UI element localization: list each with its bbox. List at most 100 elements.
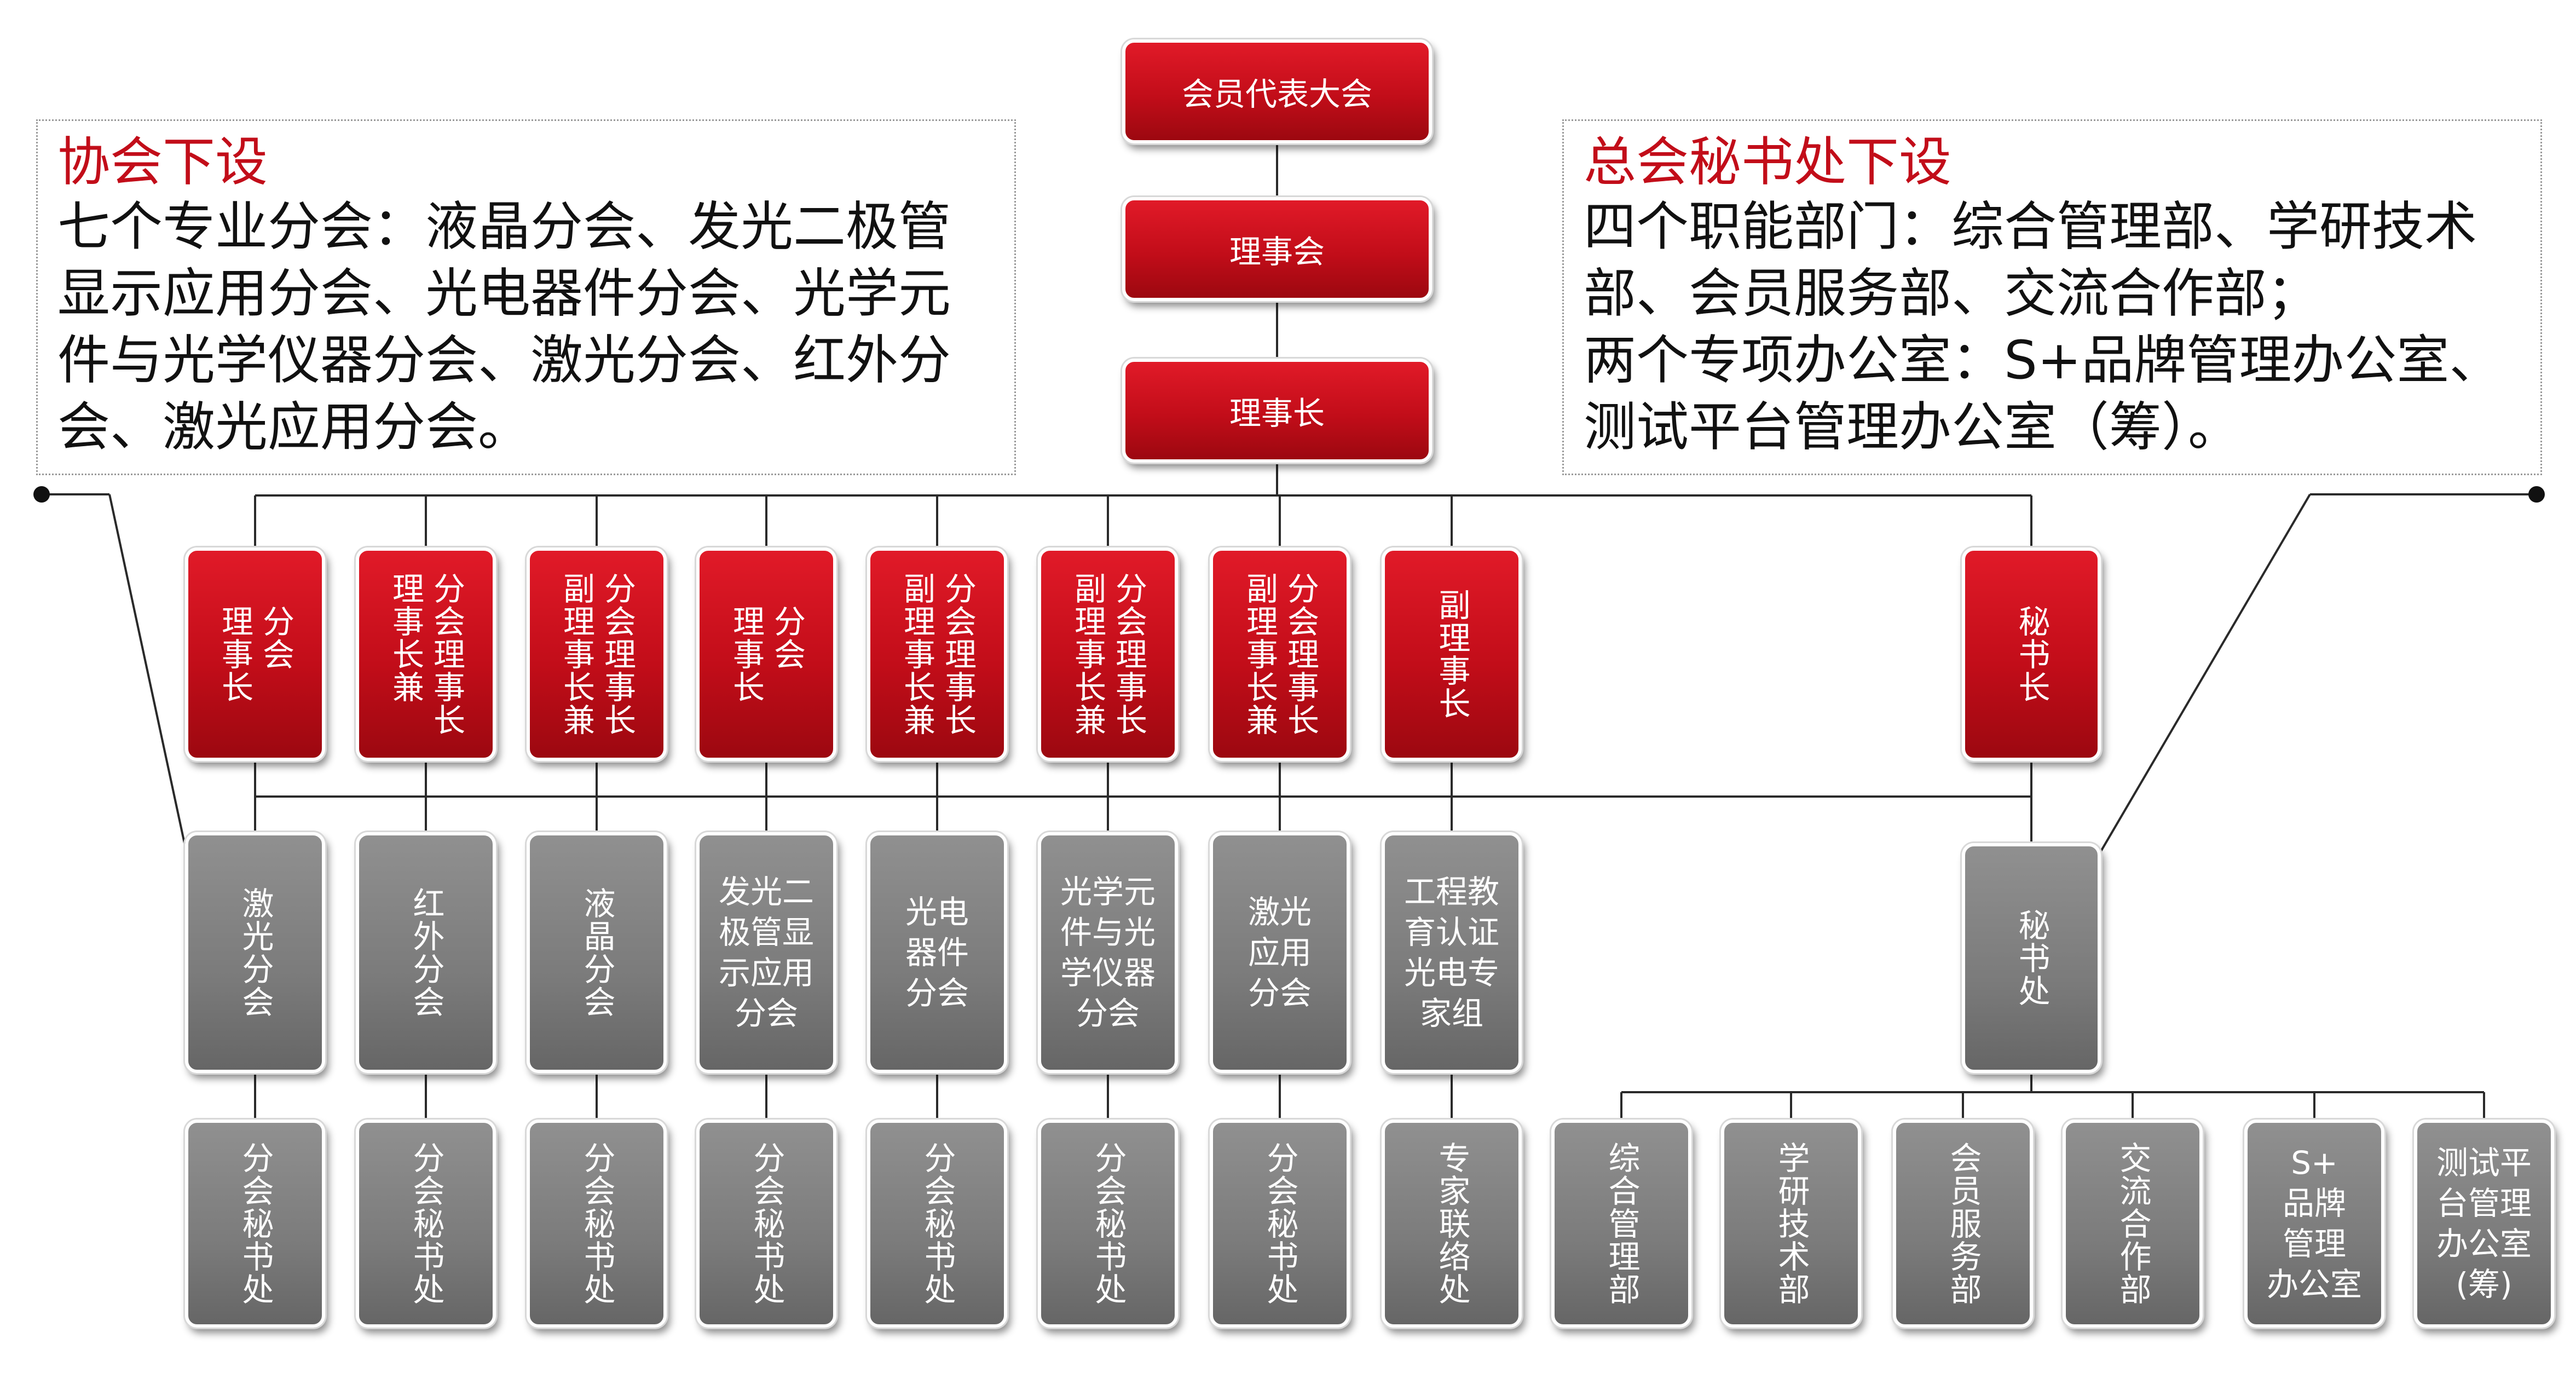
box-branch-label-line: 示应用 [718, 954, 814, 991]
box-office-label: 分会秘书处 [748, 1141, 785, 1306]
box-leader: 副理事长 [1382, 547, 1522, 761]
info-box-association-line: 件与光学仪器分会、激光分会、红外分 [57, 330, 951, 391]
box-office: 分会秘书处 [527, 1120, 667, 1328]
box-branch-label-line: 育认证 [1403, 913, 1499, 951]
box-branch-label: 液晶分会 [578, 887, 616, 1018]
box-leader-label: 副理事长 [1433, 589, 1471, 720]
box-office-label: 分会秘书处 [919, 1141, 956, 1306]
box-leader-label: 理事长 [216, 605, 253, 703]
box-branch-label-line: 件与光 [1060, 913, 1156, 951]
connector-dot-left [33, 486, 50, 503]
box-branch: 发光二极管显示应用分会 [696, 832, 836, 1073]
connector-line [2100, 493, 2311, 852]
box-members-assembly-label: 会员代表大会 [1181, 76, 1372, 113]
box-secretariat: 秘书处 [1962, 843, 2101, 1073]
box-secretary-general: 秘书长 [1962, 547, 2101, 761]
info-box-association-title: 协会下设 [57, 131, 268, 193]
box-branch: 液晶分会 [527, 832, 667, 1073]
box-leader-label: 分会 [257, 605, 294, 671]
box-secretariat-label: 秘书处 [2013, 909, 2051, 1007]
box-branch: 光电器件分会 [867, 832, 1007, 1073]
box-branch-label-line: 光电 [905, 893, 969, 931]
info-box-secretariat-line: 四个职能部门：综合管理部、学研技术 [1584, 196, 2477, 258]
box-president: 理事长 [1122, 359, 1432, 463]
box-branch-label-line: 应用 [1247, 933, 1312, 971]
box-office: 分会秘书处 [356, 1120, 496, 1328]
box-office: 交流合作部 [2063, 1120, 2203, 1328]
box-office-label-line: 办公室 [2266, 1266, 2362, 1304]
box-branch-label: 激光分会 [236, 887, 274, 1018]
box-office-label-line: 测试平 [2436, 1144, 2532, 1181]
box-office: 分会秘书处 [1210, 1120, 1350, 1328]
box-office-label: 专家联络处 [1433, 1141, 1471, 1306]
info-box-association-line: 显示应用分会、光电器件分会、光学元 [57, 263, 951, 325]
box-office: 分会秘书处 [1038, 1120, 1178, 1328]
box-office-label: 分会秘书处 [1261, 1141, 1299, 1306]
box-leader-label: 分会理事长 [1281, 572, 1319, 736]
box-leader: 分会理事长理事长兼 [356, 547, 496, 761]
box-office-label-line: 品牌 [2282, 1184, 2346, 1222]
box-members-assembly: 会员代表大会 [1122, 39, 1432, 143]
box-leader: 分会理事长副理事长兼 [867, 547, 1007, 761]
box-office: 测试平台管理办公室 (筹) [2414, 1120, 2554, 1328]
box-office-label-line: 台管理 [2436, 1184, 2532, 1222]
box-branch-label-line: 光学元 [1060, 873, 1156, 910]
box-office-label: 分会秘书处 [407, 1141, 445, 1306]
box-branch-label-line: 分会 [734, 995, 798, 1033]
box-office: 会员服务部 [1893, 1120, 2033, 1328]
box-branch-label-line: 极管显 [718, 913, 814, 951]
box-office: 专家联络处 [1382, 1120, 1522, 1328]
box-branch: 激光分会 [185, 832, 325, 1073]
box-office: 分会秘书处 [185, 1120, 325, 1328]
box-leader: 分会理事长副理事长兼 [527, 547, 667, 761]
info-box-secretariat-line: 部、会员服务部、交流合作部； [1584, 263, 2319, 325]
box-branch-label-line: 分会 [1247, 974, 1312, 1012]
box-branch-label-line: 光电专 [1403, 954, 1499, 991]
box-office: 分会秘书处 [696, 1120, 836, 1328]
box-leader-label: 分会理事长 [1110, 572, 1147, 736]
box-office-label-line: (筹) [2456, 1266, 2513, 1304]
box-leader: 分会理事长副理事长兼 [1210, 547, 1350, 761]
box-office: S+品牌管理办公室 [2244, 1120, 2384, 1328]
box-office-label-line: 管理 [2282, 1225, 2346, 1262]
box-leader-label: 理事长兼 [387, 572, 424, 703]
connector-dot-right [2528, 486, 2545, 503]
box-branch-label-line: 激光 [1247, 893, 1312, 931]
box-leader: 分会理事长 [696, 547, 836, 761]
box-branch-label-line: 分会 [905, 974, 969, 1012]
box-leader-label: 副理事长兼 [898, 572, 935, 736]
box-leader-label: 分会 [768, 605, 806, 671]
box-leader-label: 理事长 [727, 605, 765, 703]
box-branch-label-line: 家组 [1419, 995, 1483, 1033]
box-leader-label: 分会理事长 [939, 572, 977, 736]
box-branch-label-line: 分会 [1076, 995, 1140, 1033]
box-branch: 激光应用分会 [1210, 832, 1350, 1073]
info-box-secretariat-line: 测试平台管理办公室（筹）。 [1584, 396, 2240, 458]
box-office-label: 分会秘书处 [1089, 1141, 1127, 1306]
box-branch-label-line: 器件 [905, 933, 969, 971]
info-box-secretariat: 总会秘书处下设 四个职能部门：综合管理部、学研技术 部、会员服务部、交流合作部；… [1562, 119, 2542, 475]
box-branch-label-line: 学仪器 [1060, 954, 1156, 991]
box-office: 综合管理部 [1551, 1120, 1691, 1328]
box-leader-label: 副理事长兼 [558, 572, 595, 736]
box-leader-label: 分会理事长 [598, 572, 636, 736]
box-office-label: 分会秘书处 [236, 1141, 274, 1306]
box-office-label: 交流合作部 [2114, 1141, 2152, 1306]
box-office-label: 会员服务部 [1944, 1141, 1982, 1306]
box-office-label: 分会秘书处 [578, 1141, 616, 1306]
box-leader-label: 副理事长兼 [1241, 572, 1278, 736]
box-office-label-line: S+ [2291, 1144, 2338, 1181]
box-leader-label: 副理事长兼 [1069, 572, 1106, 736]
box-leader: 分会理事长副理事长兼 [1038, 547, 1178, 761]
box-office-label-line: 办公室 [2436, 1225, 2532, 1262]
box-leader-label: 分会理事长 [428, 572, 465, 736]
box-leader: 分会理事长 [185, 547, 325, 761]
box-branch-label: 红外分会 [407, 887, 445, 1018]
info-box-secretariat-title: 总会秘书处下设 [1584, 131, 1951, 193]
box-branch: 工程教育认证光电专家组 [1382, 832, 1522, 1073]
box-council-label: 理事会 [1229, 233, 1325, 270]
box-branch: 光学元件与光学仪器分会 [1038, 832, 1178, 1073]
box-office: 分会秘书处 [867, 1120, 1007, 1328]
